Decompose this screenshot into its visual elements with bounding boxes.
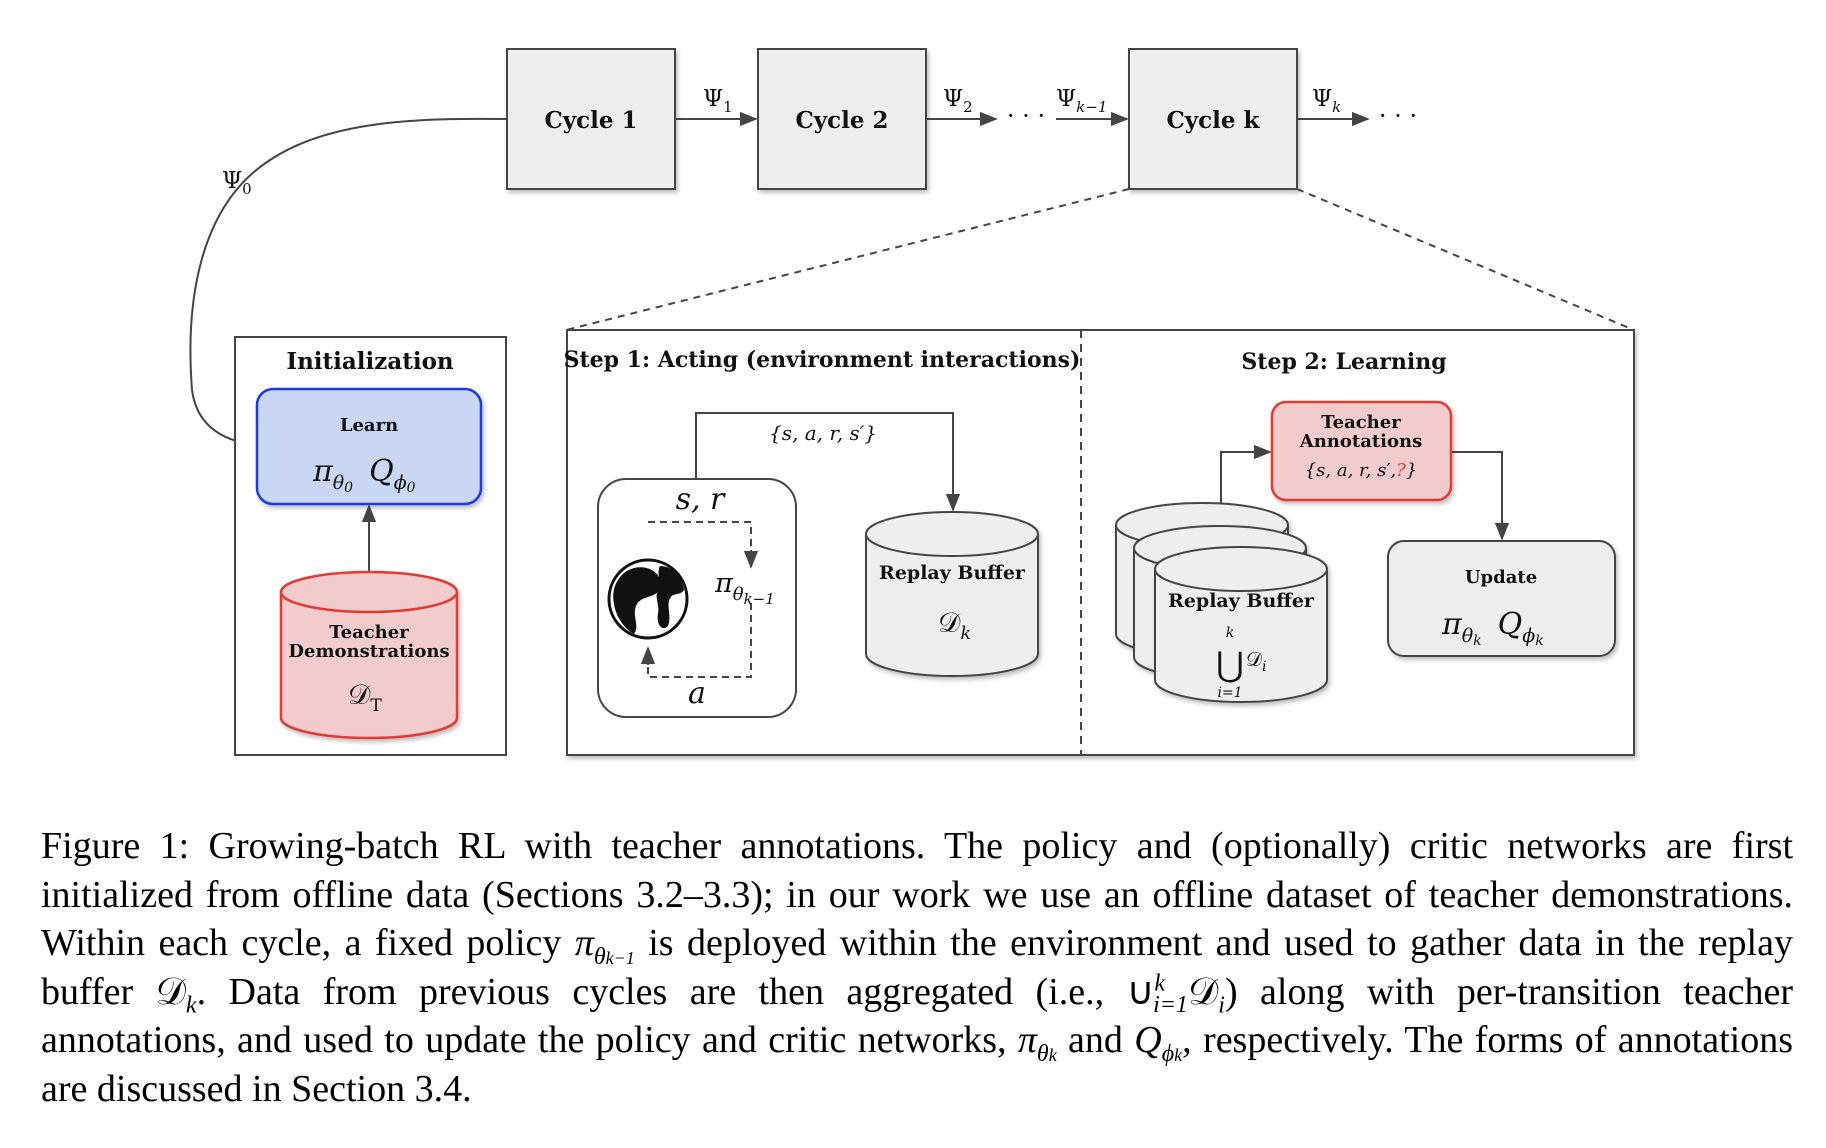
cycle-k-label: Cycle k xyxy=(1167,107,1261,134)
zoom-line-left xyxy=(565,188,1130,331)
env-policy-loop xyxy=(647,521,752,678)
buffers-to-annotations-connector xyxy=(1220,444,1272,522)
zoom-line-right xyxy=(1296,188,1635,331)
replay-buffer-cylinder xyxy=(865,511,1039,677)
caption-math-policy-prev: πθk−1 xyxy=(574,922,635,970)
psi-1-label: Ψ1 xyxy=(703,86,733,116)
teacher-demonstrations-line1: Teacher xyxy=(329,622,409,643)
cycle-detail-panel: Step 1: Acting (environment interactions… xyxy=(564,329,1635,756)
step1-title: Step 1: Acting (environment interactions… xyxy=(564,347,1081,373)
union-dataset-symbol: 𝒟i xyxy=(1246,647,1266,675)
union-symbol: ⋃ xyxy=(1216,645,1244,685)
psi-k1-label: Ψk−1 xyxy=(1056,86,1107,116)
teacher-demonstrations-cylinder xyxy=(279,570,459,740)
psi-k-label: Ψk xyxy=(1312,86,1341,116)
caption-math-union: ∪ki=1𝒟i xyxy=(1126,969,1225,1019)
cycle-2-label: Cycle 2 xyxy=(795,107,888,134)
psi-0-connector xyxy=(189,117,508,446)
learn-label: Learn xyxy=(340,415,398,436)
replay-buffer-stack-front xyxy=(1154,546,1328,703)
step1-transition-set: {s, a, r, s′} xyxy=(769,421,877,445)
globe-icon xyxy=(607,558,689,640)
union-upper-index: k xyxy=(1226,625,1234,641)
update-box xyxy=(1387,540,1616,657)
teacher-annotations-box xyxy=(1270,400,1453,502)
step2-title: Step 2: Learning xyxy=(1241,349,1446,375)
replay-buffer-label: Replay Buffer xyxy=(879,562,1026,584)
cycle-2-box xyxy=(757,48,927,190)
cycle-1-label: Cycle 1 xyxy=(544,107,637,134)
teacher-annotations-line1: Teacher xyxy=(1321,412,1401,433)
learn-box xyxy=(255,387,483,506)
teacher-demonstrations-line2: Demonstrations xyxy=(288,641,449,662)
caption-math-buffer: 𝒟k xyxy=(155,970,197,1019)
cycle-row: Cycle 1 Cycle 2 Cycle k · · · · · · Ψ1 Ψ… xyxy=(506,48,1417,190)
method-diagram: Cycle 1 Cycle 2 Cycle k · · · · · · Ψ1 Ψ… xyxy=(189,48,1635,756)
replay-buffer-symbol: 𝒟k xyxy=(938,606,971,644)
psi-0-label: Ψ0 xyxy=(222,168,252,198)
update-label: Update xyxy=(1465,567,1537,588)
stacked-replay-buffers xyxy=(1115,502,1328,703)
observation-label: s, r xyxy=(676,482,726,517)
caption-math-critic-k: Qϕk xyxy=(1134,1019,1183,1067)
acting-policy: πθk−1 xyxy=(714,568,775,608)
ellipsis-end: · · · xyxy=(1379,102,1417,130)
teacher-annotations-set: {s, a, r, s′,?} xyxy=(1305,460,1418,481)
cycle-1-box xyxy=(506,48,676,190)
aggregated-buffer-label: Replay Buffer xyxy=(1168,590,1315,612)
step1-transition-connector xyxy=(695,412,961,512)
teacher-annotations-line2: Annotations xyxy=(1299,431,1423,452)
psi-2-label: Ψ2 xyxy=(943,86,973,116)
caption-math-policy-k: πθk xyxy=(1017,1019,1057,1067)
initialization-title: Initialization xyxy=(286,348,454,375)
teacher-dataset-symbol: 𝒟T xyxy=(348,678,382,716)
annotations-to-update-connector xyxy=(1451,451,1510,541)
ellipsis-middle: · · · xyxy=(1007,102,1045,130)
cycle-k-box xyxy=(1128,48,1298,190)
action-label: a xyxy=(688,676,706,711)
union-lower-index: i=1 xyxy=(1217,685,1242,701)
figure-caption: Figure 1: Growing-batch RL with teacher … xyxy=(41,825,1793,1110)
